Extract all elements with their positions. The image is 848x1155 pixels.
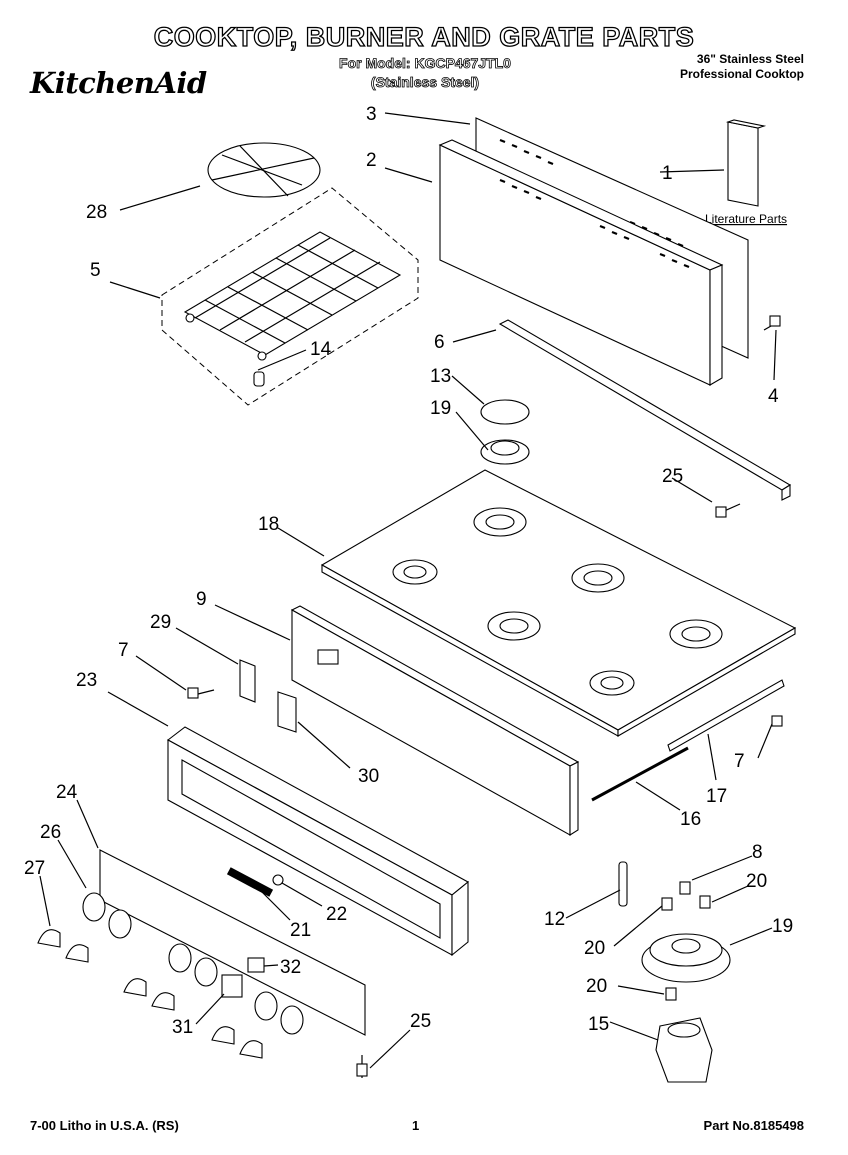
grate-pad bbox=[207, 142, 321, 198]
callout-21: 21 bbox=[290, 920, 311, 941]
callout-24: 24 bbox=[56, 782, 78, 803]
trim-rod bbox=[591, 746, 689, 802]
callout-14: 14 bbox=[310, 339, 332, 360]
model-line: For Model: KGCP467JTL0 bbox=[339, 55, 512, 72]
backguard-panel bbox=[438, 139, 724, 386]
callout-20-b: 20 bbox=[746, 871, 767, 892]
burner-base-top bbox=[480, 439, 530, 465]
callout-7-left: 7 bbox=[118, 640, 129, 661]
callout-18: 18 bbox=[258, 514, 279, 535]
description-line-2: Professional Cooktop bbox=[679, 67, 804, 81]
knob-bezel bbox=[221, 974, 243, 998]
callout-19-bottom: 19 bbox=[772, 916, 793, 937]
callout-20-a: 20 bbox=[584, 938, 605, 959]
burner-openings bbox=[392, 507, 723, 696]
screw-part-25-top bbox=[715, 503, 741, 518]
callout-25-top: 25 bbox=[662, 466, 683, 487]
callout-17: 17 bbox=[706, 786, 727, 807]
burner-base-bottom bbox=[641, 933, 731, 983]
callout-23: 23 bbox=[76, 670, 97, 691]
literature-parts-label: Literature Parts bbox=[705, 212, 787, 226]
callout-30: 30 bbox=[358, 766, 379, 787]
control-panel bbox=[166, 726, 469, 957]
callout-1: 1 bbox=[662, 163, 673, 184]
control-knobs bbox=[37, 892, 304, 1059]
callout-5: 5 bbox=[90, 260, 101, 281]
screw-part-22 bbox=[272, 874, 284, 886]
callout-12: 12 bbox=[544, 909, 565, 930]
burner-grate-assembly bbox=[161, 187, 419, 406]
callout-2: 2 bbox=[366, 150, 377, 171]
model-info: For Model: KGCP467JTL0 (Stainless Steel) bbox=[310, 54, 540, 92]
knob-panel bbox=[99, 849, 366, 1036]
cooktop-surface bbox=[320, 469, 797, 737]
control-spring bbox=[226, 867, 274, 897]
callout-16: 16 bbox=[680, 809, 701, 830]
igniter-electrode bbox=[618, 861, 628, 907]
burner-valve bbox=[655, 1017, 713, 1083]
description-line-1: 36" Stainless Steel bbox=[696, 52, 804, 66]
callout-25-bottom: 25 bbox=[410, 1011, 431, 1032]
part-number: Part No.8185498 bbox=[703, 1118, 804, 1133]
spark-module bbox=[277, 691, 297, 733]
ignition-bracket bbox=[239, 659, 256, 703]
callout-4: 4 bbox=[768, 386, 779, 407]
screw-part-7-left bbox=[187, 687, 215, 699]
print-info: 7-00 Litho in U.S.A. (RS) bbox=[30, 1118, 179, 1133]
callout-20-c: 20 bbox=[586, 976, 607, 997]
callout-27: 27 bbox=[24, 858, 45, 879]
page-number: 1 bbox=[412, 1118, 420, 1133]
screw-part-7-right bbox=[771, 715, 783, 727]
callout-32: 32 bbox=[280, 957, 301, 978]
screw-part-4 bbox=[763, 315, 781, 331]
callout-13: 13 bbox=[430, 366, 451, 387]
callout-3: 3 bbox=[366, 104, 377, 125]
callout-19-top: 19 bbox=[430, 398, 451, 419]
brand-logo: KitchenAid bbox=[30, 66, 207, 100]
callout-7-right: 7 bbox=[734, 751, 745, 772]
screws-part-8-20 bbox=[661, 881, 711, 1001]
burner-box-front bbox=[290, 605, 580, 836]
product-description: 36" Stainless Steel Professional Cooktop bbox=[680, 52, 804, 82]
leader-lines bbox=[39, 112, 777, 1069]
callout-31: 31 bbox=[172, 1017, 193, 1038]
rear-trim-strip bbox=[498, 319, 792, 501]
page-title: COOKTOP, BURNER AND GRATE PARTS bbox=[153, 21, 695, 52]
model-finish: (Stainless Steel) bbox=[370, 74, 480, 91]
burner-cap bbox=[480, 399, 530, 425]
callout-28: 28 bbox=[86, 202, 107, 223]
callout-29: 29 bbox=[150, 612, 171, 633]
literature-part bbox=[725, 119, 767, 207]
knob-label bbox=[247, 957, 265, 973]
callout-8: 8 bbox=[752, 842, 763, 863]
screw-part-25-bottom bbox=[356, 1055, 368, 1078]
grate-foot bbox=[253, 371, 265, 387]
callout-22: 22 bbox=[326, 904, 347, 925]
callout-6: 6 bbox=[434, 332, 445, 353]
callout-labels: 1 2 3 4 5 6 7 7 8 9 12 13 14 15 16 17 18… bbox=[24, 104, 793, 1038]
callout-9: 9 bbox=[196, 589, 207, 610]
callout-26: 26 bbox=[40, 822, 61, 843]
side-trim-strip bbox=[667, 679, 785, 752]
callout-15: 15 bbox=[588, 1014, 609, 1035]
